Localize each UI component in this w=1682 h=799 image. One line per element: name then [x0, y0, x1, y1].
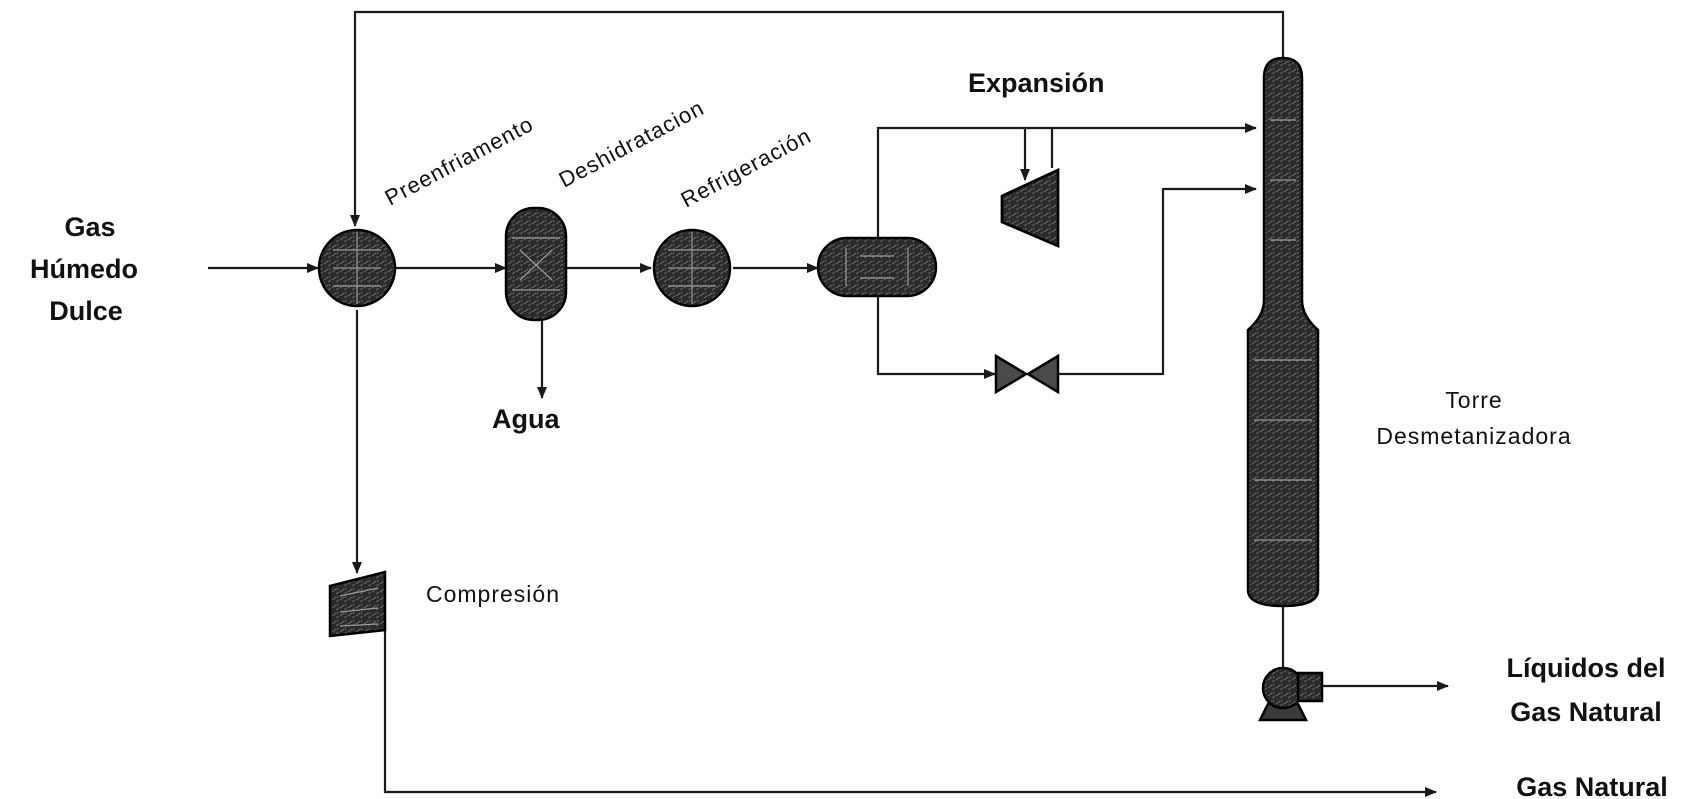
expansion-valve-icon	[994, 353, 1060, 395]
compresion-label: Compresión	[426, 581, 560, 607]
ngl-label-line2: Gas Natural	[1510, 697, 1662, 727]
deshidratacion-label: Deshidratacion	[555, 95, 709, 193]
sales-gas-line	[383, 622, 1437, 797]
preenfriamiento-label: Preenfriamento	[381, 111, 538, 210]
refrigeration-exchanger-icon	[652, 228, 732, 308]
overhead-recycle-line	[350, 10, 1285, 227]
tower-label-line2: Desmetanizadora	[1376, 423, 1571, 449]
feed-label-line1: Gas	[64, 212, 115, 242]
feed-label: Gas Húmedo Dulce	[30, 212, 138, 326]
compressor-icon	[328, 570, 387, 638]
horizontal-separator-icon	[816, 236, 938, 298]
tower-label: Torre Desmetanizadora	[1376, 387, 1571, 449]
gas-natural-label: Gas Natural	[1516, 772, 1668, 799]
separator-vapor-line	[876, 123, 1257, 248]
tower-label-line1: Torre	[1445, 387, 1502, 413]
feed-label-line3: Dulce	[49, 296, 123, 326]
expansion-label: Expansión	[968, 68, 1105, 98]
pump-icon	[1257, 666, 1324, 722]
demethanizer-tower-icon	[1246, 56, 1320, 608]
feed-label-line2: Húmedo	[30, 254, 138, 284]
ngl-label-line1: Líquidos del	[1507, 653, 1666, 683]
expander-turbine-icon	[1000, 168, 1060, 248]
ngl-product-label: Líquidos del Gas Natural	[1507, 653, 1666, 727]
separator-liquid-line	[876, 292, 996, 379]
valve-to-tower-line	[1058, 184, 1257, 376]
refrigeracion-label: Refrigeración	[677, 123, 816, 213]
agua-label: Agua	[492, 404, 560, 434]
dehydrator-vessel-icon	[504, 206, 568, 322]
precooler-exchanger-icon	[317, 228, 397, 308]
